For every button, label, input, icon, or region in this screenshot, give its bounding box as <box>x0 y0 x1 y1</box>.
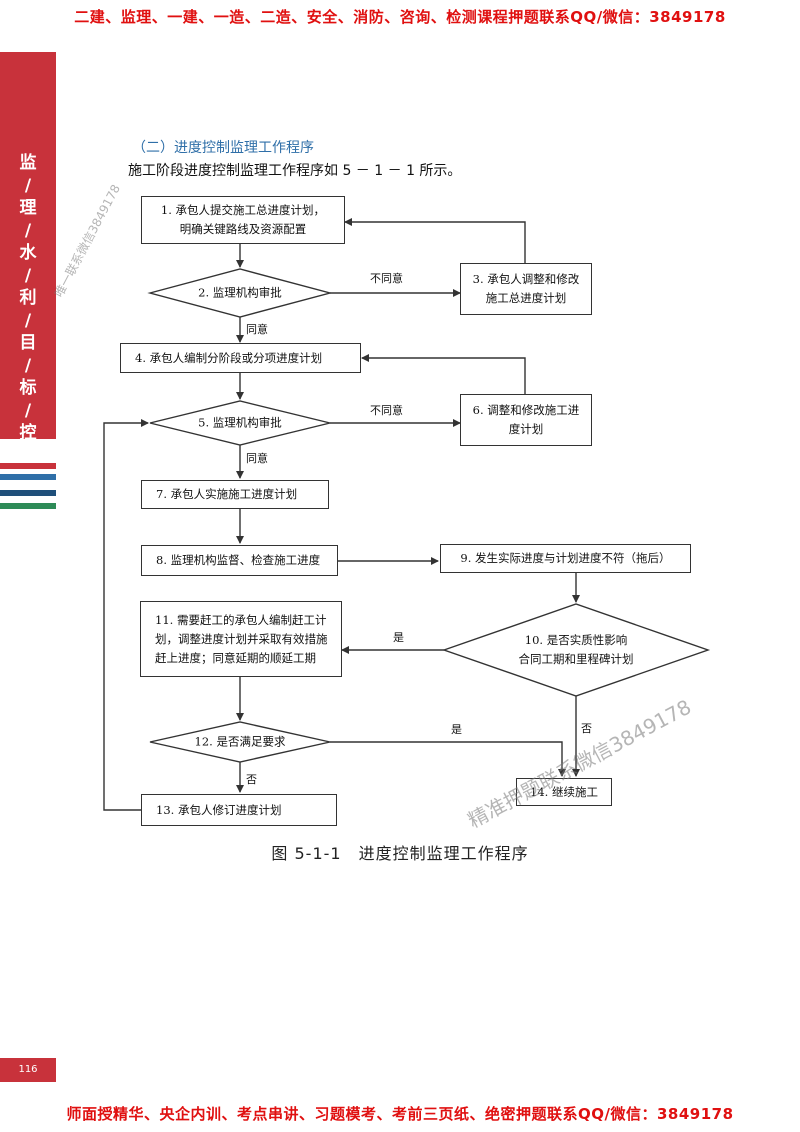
page-number: 116 <box>0 1058 56 1082</box>
footer-ad-banner: 师面授精华、央企内训、考点串讲、习题模考、考前三页纸、绝密押题联系QQ/微信：3… <box>66 1105 734 1123</box>
node-6-revise-schedule: 6. 调整和修改施工进 度计划 <box>460 394 592 446</box>
label-disagree-1: 不同意 <box>370 272 403 285</box>
label-agree-1: 同意 <box>246 323 268 336</box>
label-no-10: 否 <box>581 722 592 735</box>
figure-caption: 图 5-1-1 进度控制监理工作程序 <box>271 844 529 863</box>
chapter-sidebar-title: 监 / 理 / 水 / 利 / 目 / 标 / 控 / 制 <box>19 153 37 488</box>
node-5-approval: 5. 监理机构审批 <box>198 415 282 430</box>
sidebar-stripe-navy <box>0 490 56 496</box>
node-11-catch-up-plan: 11. 需要赶工的承包人编制赶工计 划，调整进度计划并采取有效措施 赶上进度；同… <box>140 601 342 677</box>
node-4-phase-schedule: 4. 承包人编制分阶段或分项进度计划 <box>120 343 361 373</box>
label-yes-12: 是 <box>451 723 462 736</box>
sidebar-stripe-red <box>0 463 56 469</box>
node-3-revise-master-schedule: 3. 承包人调整和修改 施工总进度计划 <box>460 263 592 315</box>
node-7-implement-schedule: 7. 承包人实施施工进度计划 <box>141 480 329 509</box>
node-13-revise-plan: 13. 承包人修订进度计划 <box>141 794 337 826</box>
label-agree-2: 同意 <box>246 452 268 465</box>
label-no-12: 否 <box>246 773 257 786</box>
node-9-progress-behind: 9. 发生实际进度与计划进度不符（拖后） <box>440 544 691 573</box>
intro-text: 施工阶段进度控制监理工作程序如 5 － 1 － 1 所示。 <box>128 163 462 179</box>
diamond-10-shape <box>441 603 711 697</box>
sidebar-stripe-blue <box>0 474 56 480</box>
edge-13-5 <box>103 419 149 811</box>
edge-6-4 <box>361 354 526 394</box>
chapter-sidebar: 监 / 理 / 水 / 利 / 目 / 标 / 控 / 制 <box>0 52 56 488</box>
node-8-supervise-progress: 8. 监理机构监督、检查施工进度 <box>141 545 338 576</box>
label-disagree-2: 不同意 <box>370 404 403 417</box>
node-12-meets-requirement: 12. 是否满足要求 <box>194 734 286 749</box>
node-1-submit-master-schedule: 1. 承包人提交施工总进度计划， 明确关键路线及资源配置 <box>141 196 345 244</box>
label-yes-10: 是 <box>393 631 404 644</box>
sidebar-stripe-green <box>0 503 56 509</box>
section-title: （二）进度控制监理工作程序 <box>132 140 314 156</box>
header-ad-banner: 二建、监理、一建、一造、二造、安全、消防、咨询、检测课程押题联系QQ/微信：38… <box>74 8 726 26</box>
node-2-approval: 2. 监理机构审批 <box>198 285 282 300</box>
node-14-continue-construction: 14. 继续施工 <box>516 778 612 806</box>
node-10-impact-check: 10. 是否实质性影响 合同工期和里程碑计划 <box>518 633 634 666</box>
edge-3-1 <box>344 218 526 263</box>
edge-12-14 <box>330 741 566 777</box>
